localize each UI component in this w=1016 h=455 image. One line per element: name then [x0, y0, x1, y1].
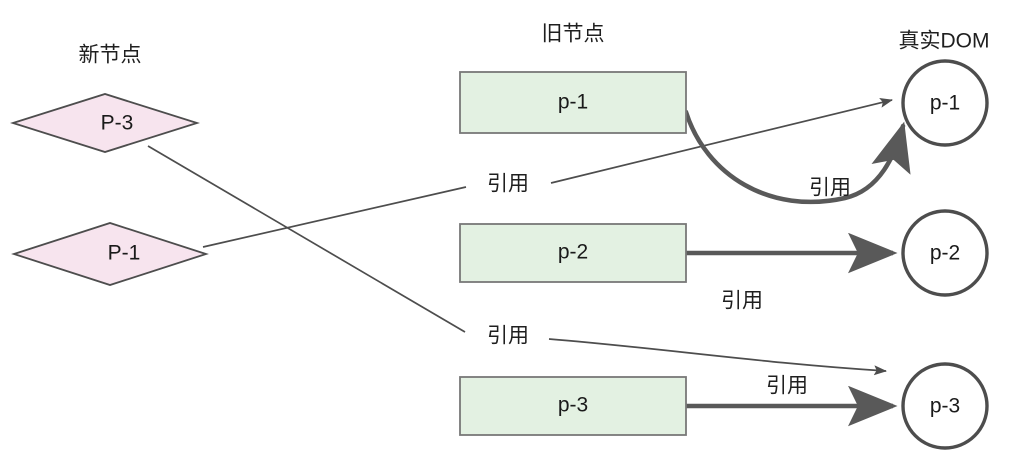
old-node-p3[interactable]: p-3 [459, 376, 687, 436]
edge-ref-to-dom-p1-thin [550, 97, 893, 184]
dom-node-p1-label: p-1 [930, 92, 960, 115]
diamond-shape [10, 93, 200, 153]
dom-node-p2-label: p-2 [930, 242, 960, 265]
column-title-new-nodes: 新节点 [79, 44, 142, 67]
circle-shape [901, 59, 989, 147]
box-shape [459, 223, 687, 283]
dom-node-p2[interactable]: p-2 [901, 209, 989, 297]
edge-new-p3-to-ref [147, 145, 466, 333]
circle-shape [901, 209, 989, 297]
column-title-real-dom: 真实DOM [899, 30, 990, 53]
dom-node-p1[interactable]: p-1 [901, 59, 989, 147]
old-node-p1[interactable]: p-1 [459, 71, 687, 134]
edge-label-ref-new-p3: 引用 [487, 325, 529, 348]
new-node-p3-label: P-3 [101, 112, 134, 135]
diamond-shape [11, 222, 209, 286]
dom-node-p3[interactable]: p-3 [901, 362, 989, 450]
edge-new-p1-to-ref [202, 186, 467, 248]
edge-label-ref-old-p3: 引用 [766, 375, 808, 398]
edge-old-p1-to-dom-p1-curve [683, 109, 911, 205]
old-node-p2[interactable]: p-2 [459, 223, 687, 283]
edge-label-ref-old-p1: 引用 [809, 177, 851, 200]
dom-node-p3-label: p-3 [930, 395, 960, 418]
old-node-p3-label: p-3 [558, 394, 588, 417]
new-node-p3[interactable]: P-3 [10, 93, 200, 153]
old-node-p1-label: p-1 [558, 91, 588, 114]
new-node-p1-label: P-1 [108, 242, 141, 265]
box-shape [459, 376, 687, 436]
box-shape [459, 71, 687, 134]
circle-shape [901, 362, 989, 450]
column-title-old-nodes: 旧节点 [542, 23, 605, 46]
edge-label-ref-new-p1: 引用 [487, 173, 529, 196]
edge-label-ref-old-p2: 引用 [721, 290, 763, 313]
old-node-p2-label: p-2 [558, 241, 588, 264]
new-node-p1[interactable]: P-1 [11, 222, 209, 286]
edge-ref-to-dom-p3-thin [548, 338, 887, 376]
